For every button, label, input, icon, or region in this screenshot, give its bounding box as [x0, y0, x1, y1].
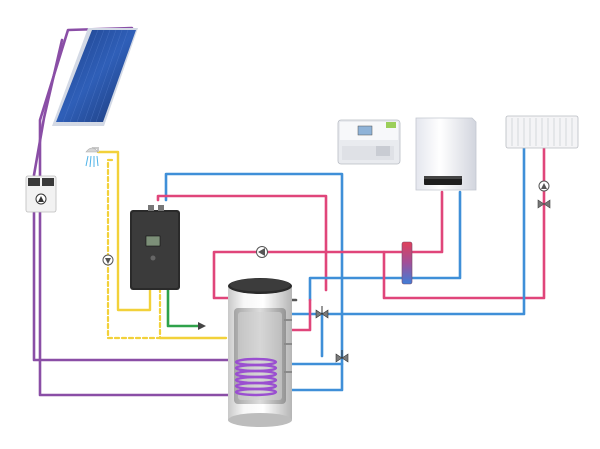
radiator-pump-icon	[538, 180, 550, 192]
radiator-valve-icon	[537, 199, 551, 209]
controller-hot-pipe	[156, 194, 328, 292]
loop-pump-icon	[256, 246, 268, 258]
tank-hot-loop	[212, 250, 408, 300]
tank-icon	[228, 278, 292, 427]
radiator-cold-pipe	[320, 146, 526, 316]
tank-mid-connection	[286, 298, 312, 332]
radiator-icon	[505, 115, 579, 149]
separator-icon	[401, 241, 413, 285]
solar-flow-pipe	[32, 38, 234, 362]
tank-cold-connection	[286, 312, 324, 358]
radiator-hot-pipe	[382, 146, 546, 300]
dhw-circulation-pipe	[106, 158, 162, 340]
mixing-valve-icon	[315, 306, 329, 319]
drain-pipe	[166, 286, 200, 328]
boiler-icon	[415, 117, 477, 191]
solar-panel-icon	[52, 28, 138, 126]
pump-icon	[25, 175, 57, 213]
control-box-icon	[337, 119, 401, 165]
controller-icon	[130, 205, 180, 290]
mixing-valve-lower-icon	[335, 350, 349, 363]
shower-icon	[85, 147, 99, 168]
drain-arrow-icon	[198, 322, 206, 330]
dhw-pump-icon	[102, 254, 114, 266]
boiler-hot-pipe	[404, 190, 444, 254]
controller-cold-pipe	[164, 172, 344, 392]
tank-coil-icon	[234, 357, 278, 397]
